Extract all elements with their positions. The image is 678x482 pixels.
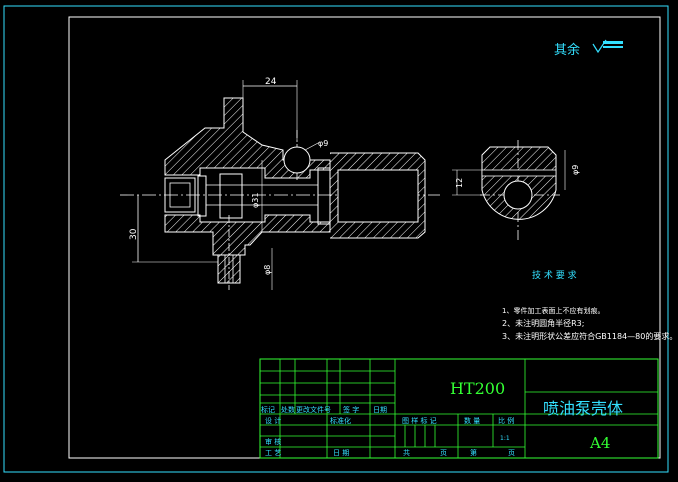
- bottom-stub: [217, 254, 241, 284]
- roughness-text: 其余: [554, 42, 580, 58]
- sheet-size: A4: [589, 434, 610, 452]
- dim-30: 30: [129, 228, 139, 240]
- outer-border: [3, 5, 669, 473]
- sheet-label: 页: [440, 449, 447, 457]
- dim-24: 24: [265, 77, 277, 87]
- groove-2: [219, 173, 243, 219]
- standardize-label: 标准化: [330, 416, 351, 425]
- left-bore-inner: [169, 182, 191, 208]
- groove-3: [317, 167, 331, 225]
- dim-phi9-side: φ9: [571, 165, 580, 175]
- roughness-bar-icon: [603, 41, 623, 44]
- part-name: 喷油泵壳体: [543, 399, 623, 418]
- page2-label: 页: [508, 449, 515, 457]
- material-text: HT200: [450, 379, 505, 398]
- row-label-change: 更改文件号: [296, 405, 331, 414]
- side-slot: [481, 169, 557, 177]
- roughness-note: 其余: [554, 39, 623, 58]
- roughness-bar2-icon: [603, 46, 623, 48]
- scale-value: 1:1: [500, 435, 510, 442]
- title-block-frame: [259, 358, 659, 459]
- tech-requirements: 技 术 要 求 1、零件加工表面上不应有划痕。 2、未注明圆角半径R3; 3、未…: [502, 269, 677, 341]
- date-label: 日 期: [333, 449, 349, 457]
- right-barrel-bore: [337, 169, 419, 223]
- tech-title: 技 术 要 求: [532, 269, 577, 281]
- row-label-sign: 签 字: [343, 405, 359, 414]
- weight-label: 数 量: [464, 416, 480, 425]
- tech-item-3: 3、未注明形状公差应符合GB1184—80的要求。: [502, 331, 677, 341]
- total-label: 共: [403, 448, 410, 457]
- row-label-date: 日期: [373, 406, 387, 414]
- phi9-leader: [304, 141, 321, 151]
- design-label: 设 计: [265, 416, 281, 425]
- oil-hole: [283, 146, 311, 174]
- dim-12: 12: [455, 178, 464, 188]
- scale-label: 比 例: [498, 416, 514, 425]
- page-label: 第: [470, 448, 477, 457]
- tech-item-2: 2、未注明圆角半径R3;: [502, 318, 584, 328]
- side-view: φ9 12: [452, 140, 580, 240]
- dim-phi31: φ31: [251, 193, 260, 208]
- stage-mark-label: 图 样 标 记: [402, 416, 437, 425]
- title-block: HT200 喷油泵壳体 A4 标记 处数 更改文件号 签 字 日期 设 计 标准…: [259, 358, 659, 459]
- process-label: 工 艺: [265, 449, 281, 457]
- tech-item-1: 1、零件加工表面上不应有划痕。: [502, 306, 604, 315]
- groove-1: [197, 175, 207, 217]
- review-label: 审 核: [265, 437, 281, 446]
- side-bore: [503, 180, 533, 210]
- main-section-view: 24 φ9 30 φ31 φ8: [120, 77, 440, 290]
- lower-body-section: [164, 214, 331, 256]
- row-label-mark: 标记: [261, 405, 275, 414]
- dim-phi8: φ8: [263, 265, 272, 275]
- dim-phi9-top: φ9: [318, 139, 328, 148]
- row-label-count: 处数: [281, 405, 295, 414]
